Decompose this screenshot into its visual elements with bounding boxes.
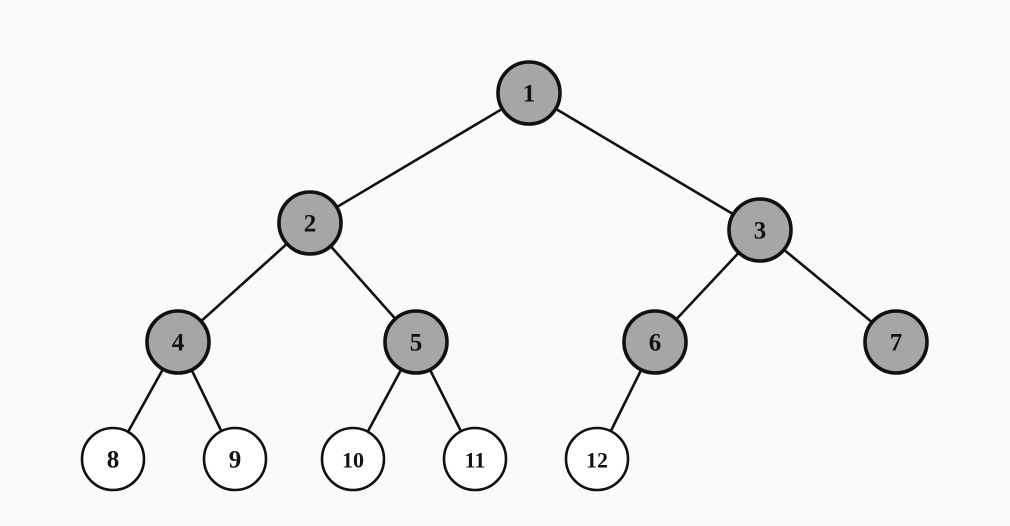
node-circle-1[interactable] xyxy=(496,60,562,126)
tree-edge-2-4 xyxy=(198,241,290,324)
tree-node-6[interactable]: 6 xyxy=(622,309,688,375)
tree-node-10[interactable]: 10 xyxy=(320,426,386,492)
node-circle-11[interactable] xyxy=(442,426,508,492)
tree-node-9[interactable]: 9 xyxy=(202,426,268,492)
node-label-2: 2 xyxy=(304,211,317,238)
node-label-11: 11 xyxy=(465,448,486,473)
node-circle-4[interactable] xyxy=(145,309,211,375)
tree-edge-4-9 xyxy=(189,367,224,434)
node-label-8: 8 xyxy=(107,447,120,474)
node-circle-9[interactable] xyxy=(202,426,268,492)
node-label-5: 5 xyxy=(410,330,423,357)
node-label-1: 1 xyxy=(523,81,536,108)
tree-node-11[interactable]: 11 xyxy=(442,426,508,492)
tree-edge-5-10 xyxy=(365,367,404,434)
tree-edge-1-2 xyxy=(334,107,505,209)
tree-node-7[interactable]: 7 xyxy=(863,309,929,375)
tree-edge-6-12 xyxy=(609,367,643,434)
node-circle-8[interactable] xyxy=(80,426,146,492)
tree-node-1[interactable]: 1 xyxy=(496,60,562,126)
node-circle-2[interactable] xyxy=(277,190,343,256)
tree-node-3[interactable]: 3 xyxy=(727,197,793,263)
tree-node-8[interactable]: 8 xyxy=(80,426,146,492)
tree-edge-3-7 xyxy=(781,247,875,325)
tree-node-4[interactable]: 4 xyxy=(145,309,211,375)
node-label-12: 12 xyxy=(586,448,608,473)
tree-node-12[interactable]: 12 xyxy=(564,426,630,492)
node-circle-10[interactable] xyxy=(320,426,386,492)
tree-node-5[interactable]: 5 xyxy=(383,309,449,375)
tree-edge-2-5 xyxy=(328,244,398,321)
node-circle-5[interactable] xyxy=(383,309,449,375)
tree-edge-3-6 xyxy=(674,250,741,322)
tree-edge-4-8 xyxy=(126,366,165,435)
node-circle-12[interactable] xyxy=(564,426,630,492)
node-label-9: 9 xyxy=(229,447,242,474)
node-label-7: 7 xyxy=(890,330,903,357)
tree-node-2[interactable]: 2 xyxy=(277,190,343,256)
node-label-10: 10 xyxy=(342,448,364,473)
tree-edge-1-3 xyxy=(553,107,736,216)
node-label-4: 4 xyxy=(172,330,185,357)
tree-edge-5-11 xyxy=(428,367,463,434)
node-circle-7[interactable] xyxy=(863,309,929,375)
node-circle-6[interactable] xyxy=(622,309,688,375)
node-circle-3[interactable] xyxy=(727,197,793,263)
node-label-3: 3 xyxy=(754,218,767,245)
node-label-6: 6 xyxy=(649,330,662,357)
edge-layer xyxy=(126,107,875,435)
